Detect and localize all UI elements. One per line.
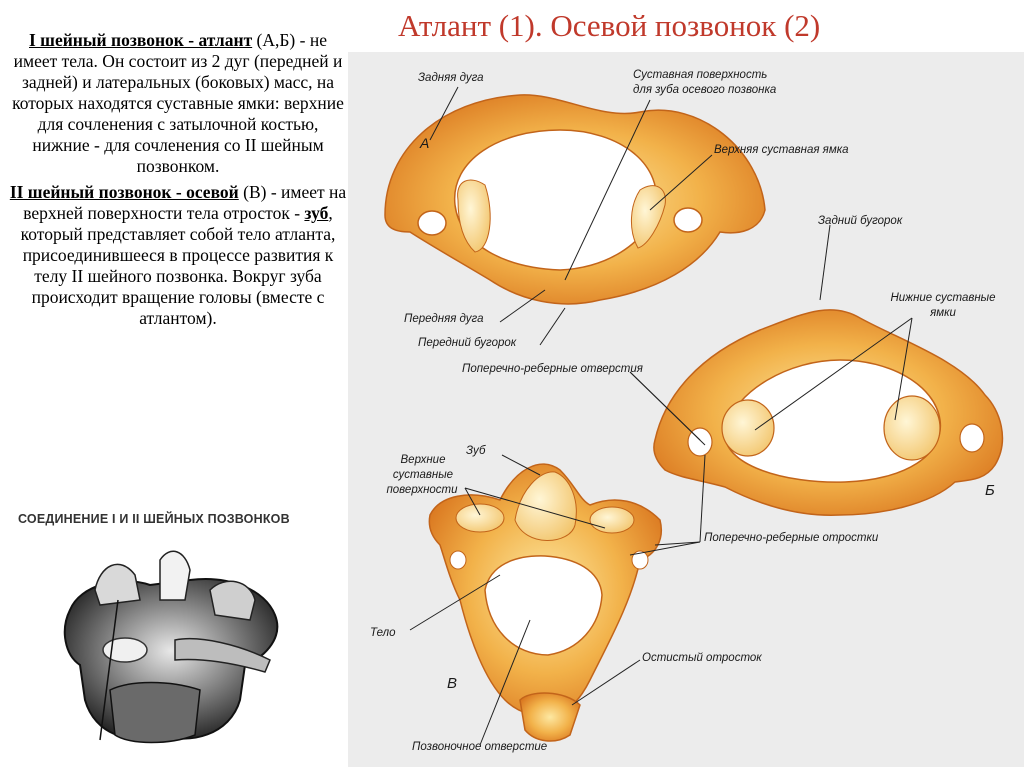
label-body: Тело xyxy=(370,627,396,639)
label-transverse-foramina: Поперечно-реберные отверстия xyxy=(462,363,643,375)
label-posterior-arch: Задняя дуга xyxy=(418,72,484,84)
label-spinous-process: Остистый отросток xyxy=(642,652,762,664)
label-superior-articular-fossa: Верхняя суставная ямка xyxy=(714,144,849,156)
label-superior-facets-line2: суставные xyxy=(392,469,454,481)
label-anterior-arch: Передняя дуга xyxy=(404,313,484,325)
joint-image xyxy=(63,550,279,744)
left-text-panel: I шейный позвонок - атлант (А,Б) - не им… xyxy=(8,30,348,334)
joint-vertebrae-drawing xyxy=(63,550,279,744)
atlas-paragraph: I шейный позвонок - атлант (А,Б) - не им… xyxy=(8,30,348,177)
axis-paragraph: II шейный позвонок - осевой (В) - имеет … xyxy=(8,182,348,329)
figure-letter-b: Б xyxy=(985,482,995,499)
axis-heading: II шейный позвонок - осевой xyxy=(9,182,239,202)
label-posterior-tubercle: Задний бугорок xyxy=(818,215,903,227)
label-vertebral-foramen: Позвоночное отверстие xyxy=(412,741,548,753)
label-dens-facet-line1: Суставная поверхность xyxy=(633,69,768,81)
atlas-description: (А,Б) - не имеет тела. Он состоит из 2 д… xyxy=(12,30,344,176)
label-dens: Зуб xyxy=(466,445,486,457)
slide-title: Атлант (1). Осевой позвонок (2) xyxy=(398,8,821,43)
atlas-inferior-view xyxy=(653,309,1004,516)
label-inferior-fossae-line2: ямки xyxy=(930,307,956,319)
atlas-heading: I шейный позвонок - атлант xyxy=(29,30,253,50)
figure-letter-v: В xyxy=(447,675,457,692)
joint-image-caption: СОЕДИНЕНИЕ I И II ШЕЙНЫХ ПОЗВОНКОВ xyxy=(18,512,290,526)
figure-letter-a: А xyxy=(419,135,429,151)
label-dens-facet-line2: для зуба осевого позвонка xyxy=(633,84,777,96)
axis-superior-view xyxy=(428,463,662,742)
dens-term: зуб xyxy=(304,203,329,223)
label-transverse-processes: Поперечно-реберные отростки xyxy=(704,532,879,544)
label-superior-facets-line1: Верхние xyxy=(400,454,446,466)
axis-description-1: (В) - имеет на верхней поверхности тела … xyxy=(23,182,347,223)
label-anterior-tubercle: Передний бугорок xyxy=(418,337,517,349)
label-inferior-fossae-line1: Нижние суставные xyxy=(890,292,996,304)
axis-description-2: , который представляет собой тело атлант… xyxy=(20,203,336,328)
leader-lines xyxy=(409,86,913,746)
label-superior-facets-line3: поверхности xyxy=(386,484,458,496)
atlas-superior-view xyxy=(384,94,766,305)
